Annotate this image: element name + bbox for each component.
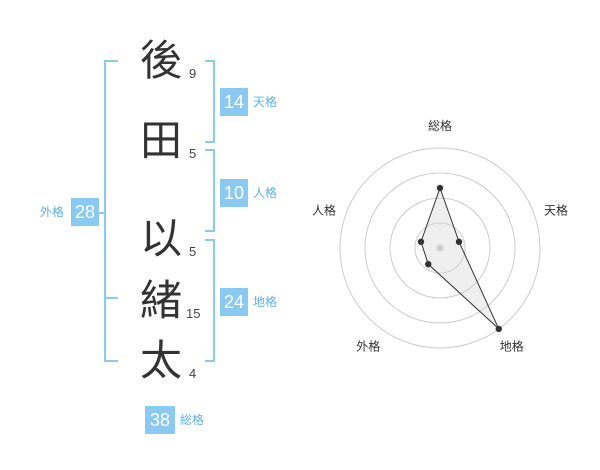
name-char-3: 以 — [139, 214, 182, 263]
radar-series — [417, 184, 502, 333]
name-char-5: 太 — [139, 336, 182, 385]
radar-axis-label-5: 人格 — [312, 202, 336, 217]
radar-axis-label-2: 天格 — [544, 202, 568, 217]
radar-grid — [339, 147, 541, 349]
jinkaku-bracket — [205, 149, 215, 232]
stroke-count-2: 5 — [189, 146, 197, 161]
stroke-count-5: 4 — [189, 366, 197, 381]
jinkaku-label: 人格 — [253, 186, 278, 200]
stroke-count-3: 5 — [189, 244, 197, 259]
radar-point-2 — [455, 238, 463, 246]
name-char-2: 田 — [139, 116, 182, 165]
radar-axis-label-1: 総格 — [428, 118, 452, 133]
gaikaku-bracket — [104, 60, 118, 362]
name-char-4: 緒 — [139, 276, 182, 325]
chikaku-label: 地格 — [253, 295, 278, 309]
gaikaku-value: 28 — [71, 198, 99, 226]
radar-axis-label-4: 外格 — [356, 339, 380, 354]
gaikaku-bracket-connector — [99, 212, 105, 214]
tenkaku-label: 天格 — [253, 95, 278, 109]
radar-point-5 — [417, 238, 425, 246]
radar-ring — [339, 147, 541, 349]
tenkaku-value: 14 — [220, 88, 248, 116]
radar-ring — [389, 197, 491, 299]
radar-center-dot — [436, 244, 444, 252]
radar-series-area — [420, 186, 500, 330]
chikaku-value: 24 — [220, 288, 248, 316]
soukaku-value: 38 — [145, 406, 175, 434]
stroke-count-1: 9 — [189, 66, 197, 81]
radar-point-1 — [436, 184, 444, 192]
gaikaku-bracket-divider — [104, 297, 118, 299]
radar-axis-label-3: 地格 — [500, 339, 524, 354]
radar-ring — [414, 222, 466, 274]
tenkaku-bracket — [205, 60, 215, 143]
jinkaku-value: 10 — [220, 179, 248, 207]
gaikaku-label: 外格 — [40, 205, 65, 219]
stroke-count-4: 15 — [186, 306, 201, 321]
soukaku-label: 総格 — [180, 413, 205, 427]
radar-ring — [364, 172, 516, 324]
name-char-1: 後 — [139, 36, 182, 85]
radar-point-4 — [425, 260, 432, 268]
radar-point-3 — [495, 325, 502, 333]
chikaku-bracket — [205, 239, 215, 362]
